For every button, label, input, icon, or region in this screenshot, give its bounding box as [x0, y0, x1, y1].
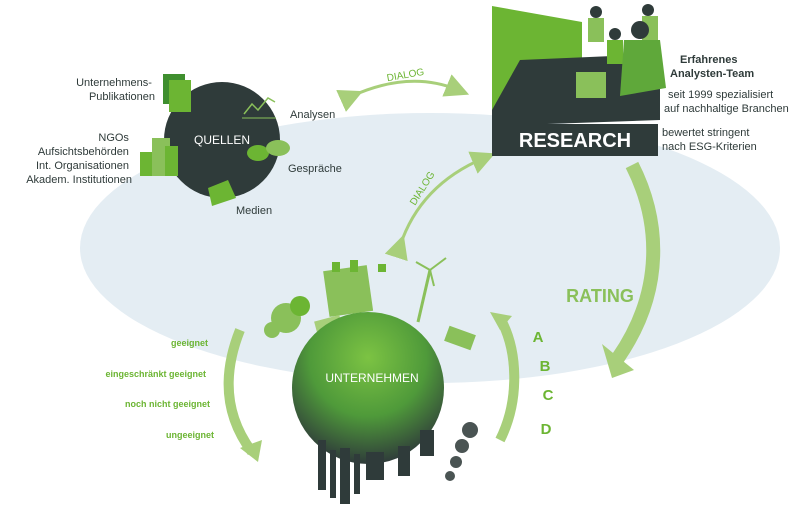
rates-line2: nach ESG-Kriterien	[662, 141, 757, 153]
research-team-illustration	[492, 4, 666, 126]
grade-c: C	[543, 387, 554, 404]
solar-panel-icon	[444, 325, 476, 351]
institutions-line2: Aufsichtsbehörden	[38, 146, 129, 158]
analyst-head-1	[590, 6, 602, 18]
newspaper-icon	[208, 180, 236, 206]
grades-arrow	[495, 315, 520, 443]
since-line1: seit 1999 spezialisiert	[668, 89, 773, 101]
team-title-line2: Analysten-Team	[670, 68, 754, 80]
publications-line1: Unternehmens-	[76, 77, 152, 89]
suitability-1: geeignet	[171, 338, 208, 348]
factory-building	[323, 265, 374, 317]
chart-icon	[242, 97, 276, 119]
institutions-line4: Akadem. Institutionen	[26, 174, 132, 186]
suitability-arrowhead	[240, 440, 262, 462]
publications-label: Unternehmens- Publikationen	[76, 77, 155, 103]
company-globe: UNTERNEHMEN	[264, 257, 478, 504]
industrial-skyline	[318, 430, 434, 504]
tree-icon	[264, 296, 310, 338]
research-banner	[492, 124, 658, 156]
analyst-head-2	[609, 28, 621, 40]
grade-a: A	[533, 329, 544, 346]
since-line2: auf nachhaltige Branchen	[664, 103, 789, 115]
institutions-line1: NGOs	[98, 132, 129, 144]
suitability-2: eingeschränkt geeignet	[105, 369, 206, 379]
publications-line2: Publikationen	[89, 91, 155, 103]
sources-circle	[164, 82, 280, 198]
institutions-label: NGOs Aufsichtsbehörden Int. Organisation…	[26, 132, 132, 186]
suitability-4: ungeeignet	[166, 430, 214, 440]
dialog-arrow-middle	[384, 151, 496, 262]
grades-arrowhead	[490, 312, 512, 330]
grade-d: D	[541, 421, 552, 438]
analyses-label: Analysen	[290, 109, 335, 121]
team-title-line1: Erfahrenes	[680, 54, 737, 66]
sources-title: QUELLEN	[194, 133, 250, 147]
publications-icon	[163, 74, 191, 112]
media-label: Medien	[236, 205, 272, 217]
conversations-label: Gespräche	[288, 163, 342, 175]
globe-body	[292, 312, 444, 464]
rating-arrowhead	[602, 344, 634, 378]
speech-bubbles-icon	[247, 140, 290, 161]
rating-label: RATING	[566, 286, 634, 306]
suitability-3: noch nicht geeignet	[125, 399, 210, 409]
grade-b: B	[540, 358, 551, 375]
research-label: RESEARCH	[519, 130, 631, 152]
company-label: UNTERNEHMEN	[325, 371, 418, 385]
suitability-arrow	[223, 328, 257, 455]
wind-turbine-icon	[415, 257, 447, 323]
smoke-cloud	[445, 422, 478, 481]
dialog-arrow-top	[336, 74, 470, 112]
analyst-head-3	[642, 4, 654, 16]
institutions-line3: Int. Organisationen	[36, 160, 129, 172]
rating-arrow	[612, 161, 661, 362]
building-icon	[140, 138, 178, 176]
analyst-head-4	[631, 21, 649, 39]
rates-line1: bewertet stringent	[662, 127, 749, 139]
